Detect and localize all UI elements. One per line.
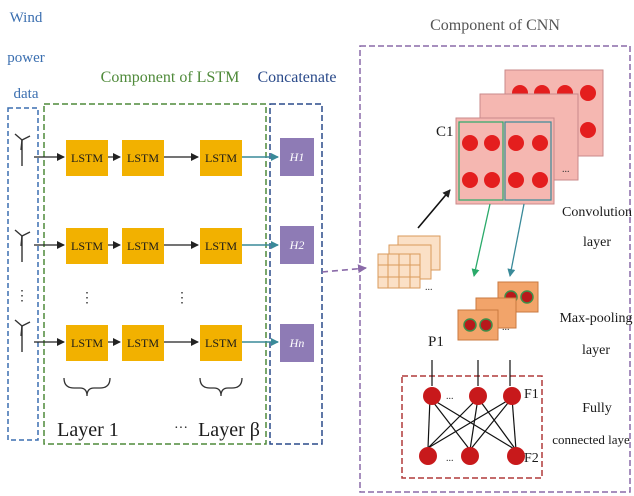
layer-1-label: Layer 1 [57, 419, 119, 441]
concat-to-cnn-arrow [321, 264, 367, 274]
lstm-cell-label: LSTM [127, 239, 159, 253]
concatenate-title: Concatenate [257, 69, 336, 86]
lstm-cell [122, 140, 164, 176]
lstm-cell [122, 228, 164, 264]
h-output-label: H2 [289, 238, 305, 252]
lstm-cell-label: LSTM [127, 151, 159, 165]
input-feature-stack: ... [377, 235, 441, 293]
lstm-cell-label: LSTM [71, 336, 103, 350]
maxpool-label-line2: layer [582, 343, 610, 358]
lstm-cell-label: LSTM [205, 151, 237, 165]
fc-neurons: ... ... [419, 387, 525, 465]
pool-ellipsis: ... [502, 322, 510, 333]
fully-label-line1: Fully [582, 401, 612, 416]
lstm-frame [43, 103, 267, 445]
maxpool-label-line1: Max-pooling [559, 311, 632, 326]
f1-label: F1 [524, 387, 539, 402]
neuron-icon [507, 447, 525, 465]
h-output-box [280, 324, 314, 362]
lstm-cell [200, 228, 242, 264]
h-output-label: H1 [289, 150, 305, 164]
wind-turbine-icon [14, 229, 31, 263]
lstm-cell [122, 325, 164, 361]
c1-label: C1 [436, 124, 454, 140]
conv-to-pool-arrow [471, 203, 491, 277]
lstm-component-title: Component of LSTM [101, 69, 240, 86]
layer-beta-brace [199, 377, 243, 397]
lstm-cell [66, 228, 108, 264]
lstm-cell [66, 325, 108, 361]
convolution-label-line2: layer [583, 235, 611, 250]
lstm-row-2: LSTM LSTM LSTM H2 [34, 226, 314, 264]
cnn-component-title: Component of CNN [430, 17, 560, 34]
conv-to-pool-arrow [507, 203, 525, 277]
input-to-conv-arrow [417, 189, 451, 229]
neuron-icon [419, 447, 437, 465]
turbine-ellipsis: ⋮ [15, 289, 29, 304]
h-output-box [280, 138, 314, 176]
lstm-cell-label: LSTM [127, 336, 159, 350]
neuron-icon [503, 387, 521, 405]
lstm-row-n: LSTM LSTM LSTM Hn [34, 324, 314, 362]
neuron-icon [461, 447, 479, 465]
h-output-box [280, 226, 314, 264]
fc-connections [427, 360, 517, 451]
convolution-label-line1: Convolution [562, 205, 632, 220]
f2-label: F2 [524, 451, 539, 466]
conv-feature-maps: ... [455, 69, 604, 205]
wind-data-frame [7, 107, 39, 441]
lstm-cell [66, 140, 108, 176]
lstm-cell-label: LSTM [205, 336, 237, 350]
p1-label: P1 [428, 334, 444, 350]
pooling-maps: ... [457, 281, 539, 341]
lstm-cell-label: LSTM [71, 151, 103, 165]
cnn-frame [359, 45, 631, 493]
wind-data-line1: Wind [10, 10, 43, 26]
feature-map-icon [377, 253, 421, 289]
wind-data-line3: data [14, 86, 39, 102]
neuron-icon [423, 387, 441, 405]
layer-1-brace [63, 377, 111, 397]
neuron-ellipsis: ... [446, 391, 454, 402]
stack-ellipsis: ... [425, 282, 433, 293]
lstm-row-1: LSTM LSTM LSTM H1 [34, 138, 314, 176]
row-ellipsis: ⋮ [175, 291, 189, 306]
lstm-cell [200, 140, 242, 176]
wind-turbine-icon [14, 133, 31, 167]
wind-power-data-label: Wind power data [7, 10, 45, 102]
neuron-ellipsis: ... [446, 453, 454, 464]
fully-label-line2: connected laye [552, 432, 630, 447]
layer-beta-dots: ··· [174, 421, 188, 436]
neuron-icon [469, 387, 487, 405]
row-ellipsis: ⋮ [80, 291, 94, 306]
wind-data-line2: power [7, 50, 45, 66]
conv-ellipsis: ... [562, 164, 570, 175]
fc-frame [401, 375, 543, 479]
lstm-cell-label: LSTM [205, 239, 237, 253]
lstm-cell [200, 325, 242, 361]
lstm-cell-label: LSTM [71, 239, 103, 253]
wind-turbine-icon [14, 319, 31, 353]
concatenate-frame [269, 103, 323, 445]
layer-beta-label: Layer β [198, 419, 260, 441]
h-output-label: Hn [289, 336, 305, 350]
